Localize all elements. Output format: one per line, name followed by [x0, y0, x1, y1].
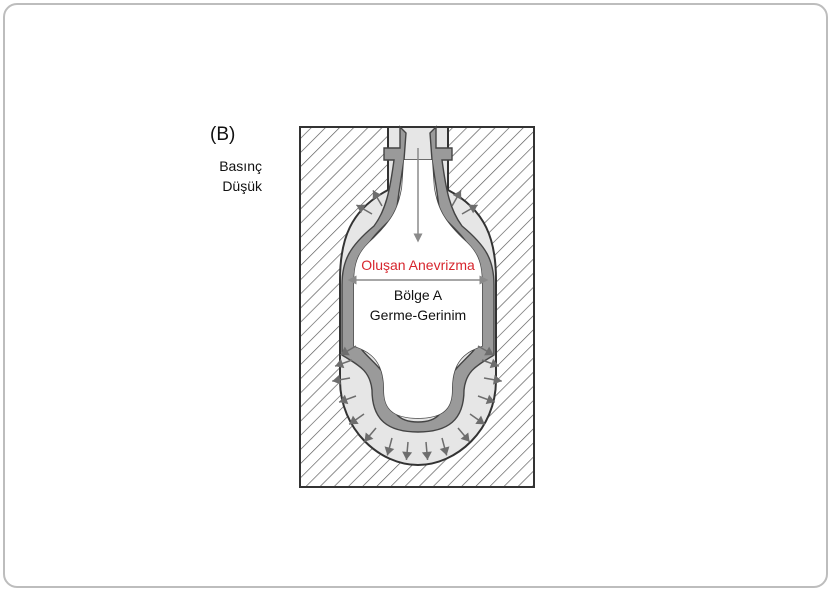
triangle-arrow-icon: [384, 446, 395, 456]
triangle-arrow-icon: [468, 204, 478, 214]
aneurysm-label: Oluşan Anevrizma: [361, 257, 475, 273]
triangle-arrow-icon: [421, 451, 432, 460]
triangle-arrow-icon: [335, 358, 345, 369]
bottle-interior: [354, 160, 482, 418]
triangle-arrow-icon: [402, 451, 413, 460]
triangle-arrow-icon: [332, 374, 342, 385]
pressure-label-line2: Düşük: [222, 178, 262, 194]
triangle-arrow-icon: [475, 415, 485, 425]
zone-label: Bölge A: [394, 287, 443, 303]
triangle-arrow-icon: [460, 432, 470, 442]
panel-letter: (B): [210, 124, 236, 145]
triangle-arrow-icon: [452, 190, 462, 200]
pressure-label: Basınç Düşük: [216, 156, 262, 196]
triangle-arrow-icon: [364, 432, 374, 442]
triangle-arrow-icon: [485, 394, 495, 405]
triangle-arrow-icon: [484, 346, 494, 356]
triangle-arrow-icon: [492, 374, 502, 385]
triangle-arrow-icon: [339, 394, 349, 405]
triangle-arrow-icon: [489, 358, 499, 369]
triangle-arrow-icon: [356, 204, 366, 214]
triangle-arrow-icon: [439, 446, 450, 456]
stretch-label: Germe-Gerinim: [370, 307, 466, 323]
triangle-arrow-icon: [340, 346, 350, 356]
triangle-arrow-icon: [372, 190, 382, 200]
triangle-arrow-icon: [349, 415, 359, 425]
pressure-arrows: [332, 190, 502, 460]
pressure-label-line1: Basınç: [219, 158, 262, 174]
